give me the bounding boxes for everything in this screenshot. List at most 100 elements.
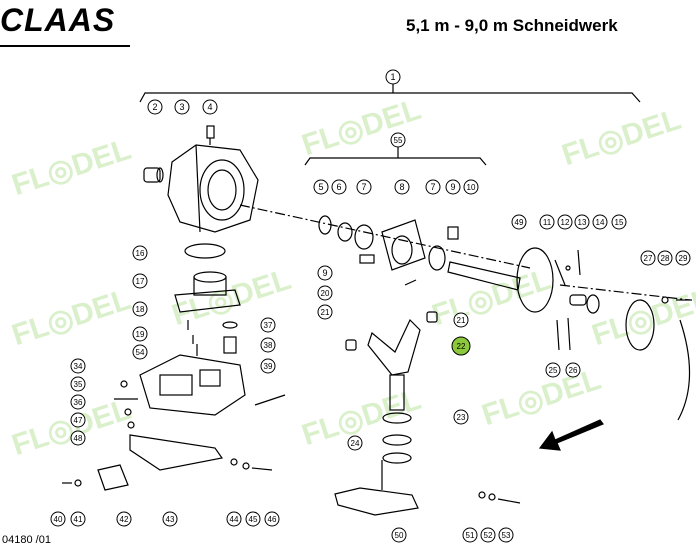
- callout-16: 16: [132, 245, 148, 261]
- bearing-part: [382, 434, 412, 446]
- o-ring-part: [184, 243, 226, 259]
- bolt-part: [497, 498, 521, 504]
- callout-label: 27: [644, 254, 653, 263]
- callout-label: 5: [318, 182, 323, 192]
- bevel-gear-part: [381, 219, 426, 271]
- callout-7: 7: [425, 179, 441, 195]
- callout-label: 25: [549, 366, 558, 375]
- hub-part: [625, 299, 655, 351]
- callout-2: 2: [147, 99, 163, 115]
- callout-label: 44: [230, 515, 239, 524]
- callout-51: 51: [462, 527, 478, 543]
- callout-42: 42: [116, 511, 132, 527]
- callout-label: 38: [264, 341, 273, 350]
- callout-27: 27: [640, 250, 656, 266]
- gearbox-housing-part: [167, 144, 259, 233]
- callout-circle: [70, 394, 86, 410]
- lever-arm-part: [129, 434, 224, 471]
- callout-10: 10: [463, 179, 479, 195]
- callout-label: 47: [74, 416, 83, 425]
- callout-circle: [317, 265, 333, 281]
- bolt-part: [556, 319, 560, 351]
- callout-label: 8: [399, 182, 404, 192]
- callout-label: 53: [502, 531, 511, 540]
- callout-circle: [331, 179, 347, 195]
- callout-28: 28: [657, 250, 673, 266]
- callout-label: 7: [430, 182, 435, 192]
- bearing-part: [428, 245, 446, 271]
- callout-5: 5: [313, 179, 329, 195]
- callout-45: 45: [245, 511, 261, 527]
- drawing-number: 04180 /01: [2, 534, 51, 546]
- washer-part: [74, 479, 82, 487]
- callout-circle: [657, 250, 673, 266]
- callout-circle: [453, 312, 469, 328]
- callout-label: 21: [321, 308, 330, 317]
- callout-circle: [545, 362, 561, 378]
- callout-circle: [260, 358, 276, 374]
- callout-37: 37: [260, 317, 276, 333]
- callout-circle: [498, 527, 514, 543]
- fork-shaft-part: [367, 318, 421, 411]
- callout-circle: [313, 179, 329, 195]
- callout-40: 40: [50, 511, 66, 527]
- callout-circle: [132, 326, 148, 342]
- input-shaft-part: [447, 261, 521, 291]
- callout-label: 9: [450, 182, 455, 192]
- callout-26: 26: [565, 362, 581, 378]
- pulley-edge-part: [677, 319, 691, 421]
- callout-label: 43: [166, 515, 175, 524]
- output-arm-part: [334, 487, 419, 516]
- callout-23: 23: [453, 409, 469, 425]
- callout-label: 41: [74, 515, 83, 524]
- callout-label: 49: [515, 218, 524, 227]
- callout-label: 40: [54, 515, 63, 524]
- callout-15: 15: [611, 214, 627, 230]
- callout-circle: [565, 362, 581, 378]
- callout-circle: [70, 358, 86, 374]
- callout-22: 22: [451, 336, 471, 356]
- callout-12: 12: [557, 214, 573, 230]
- washer-part: [565, 265, 571, 271]
- callout-circle: [132, 245, 148, 261]
- callout-label: 17: [136, 277, 145, 286]
- callout-label: 9: [322, 268, 327, 278]
- callout-circle: [574, 214, 590, 230]
- callout-circle: [463, 179, 479, 195]
- callout-circle: [462, 527, 478, 543]
- callout-circle: [70, 511, 86, 527]
- cap-part: [345, 339, 357, 351]
- callout-label: 16: [136, 249, 145, 258]
- callout-35: 35: [70, 376, 86, 392]
- callout-41: 41: [70, 511, 86, 527]
- callout-label: 22: [457, 342, 466, 351]
- washer-part: [488, 493, 496, 501]
- callout-53: 53: [498, 527, 514, 543]
- bolt-part: [254, 394, 286, 406]
- assembly-bracket-55: [304, 157, 487, 166]
- callout-circle: [347, 435, 363, 451]
- callout-29: 29: [675, 250, 691, 266]
- callout-label: 7: [361, 182, 366, 192]
- callout-6: 6: [331, 179, 347, 195]
- callout-25: 25: [545, 362, 561, 378]
- callout-label: 13: [578, 218, 587, 227]
- callout-circle: [264, 511, 280, 527]
- callout-label: 19: [136, 330, 145, 339]
- callout-38: 38: [260, 337, 276, 353]
- bearing-part: [382, 412, 412, 424]
- callout-44: 44: [226, 511, 242, 527]
- callout-circle: [260, 337, 276, 353]
- callout-label: 4: [207, 102, 212, 112]
- callout-label: 54: [136, 348, 145, 357]
- callout-label: 6: [336, 182, 341, 192]
- callout-1: 1: [385, 69, 401, 85]
- pin-part: [404, 279, 417, 286]
- callout-label: 39: [264, 362, 273, 371]
- callout-47: 47: [70, 412, 86, 428]
- callout-circle: [245, 511, 261, 527]
- callout-label: 46: [268, 515, 277, 524]
- callout-circle: [50, 511, 66, 527]
- callout-label: 11: [543, 218, 552, 227]
- fastener-set-left: [114, 380, 138, 429]
